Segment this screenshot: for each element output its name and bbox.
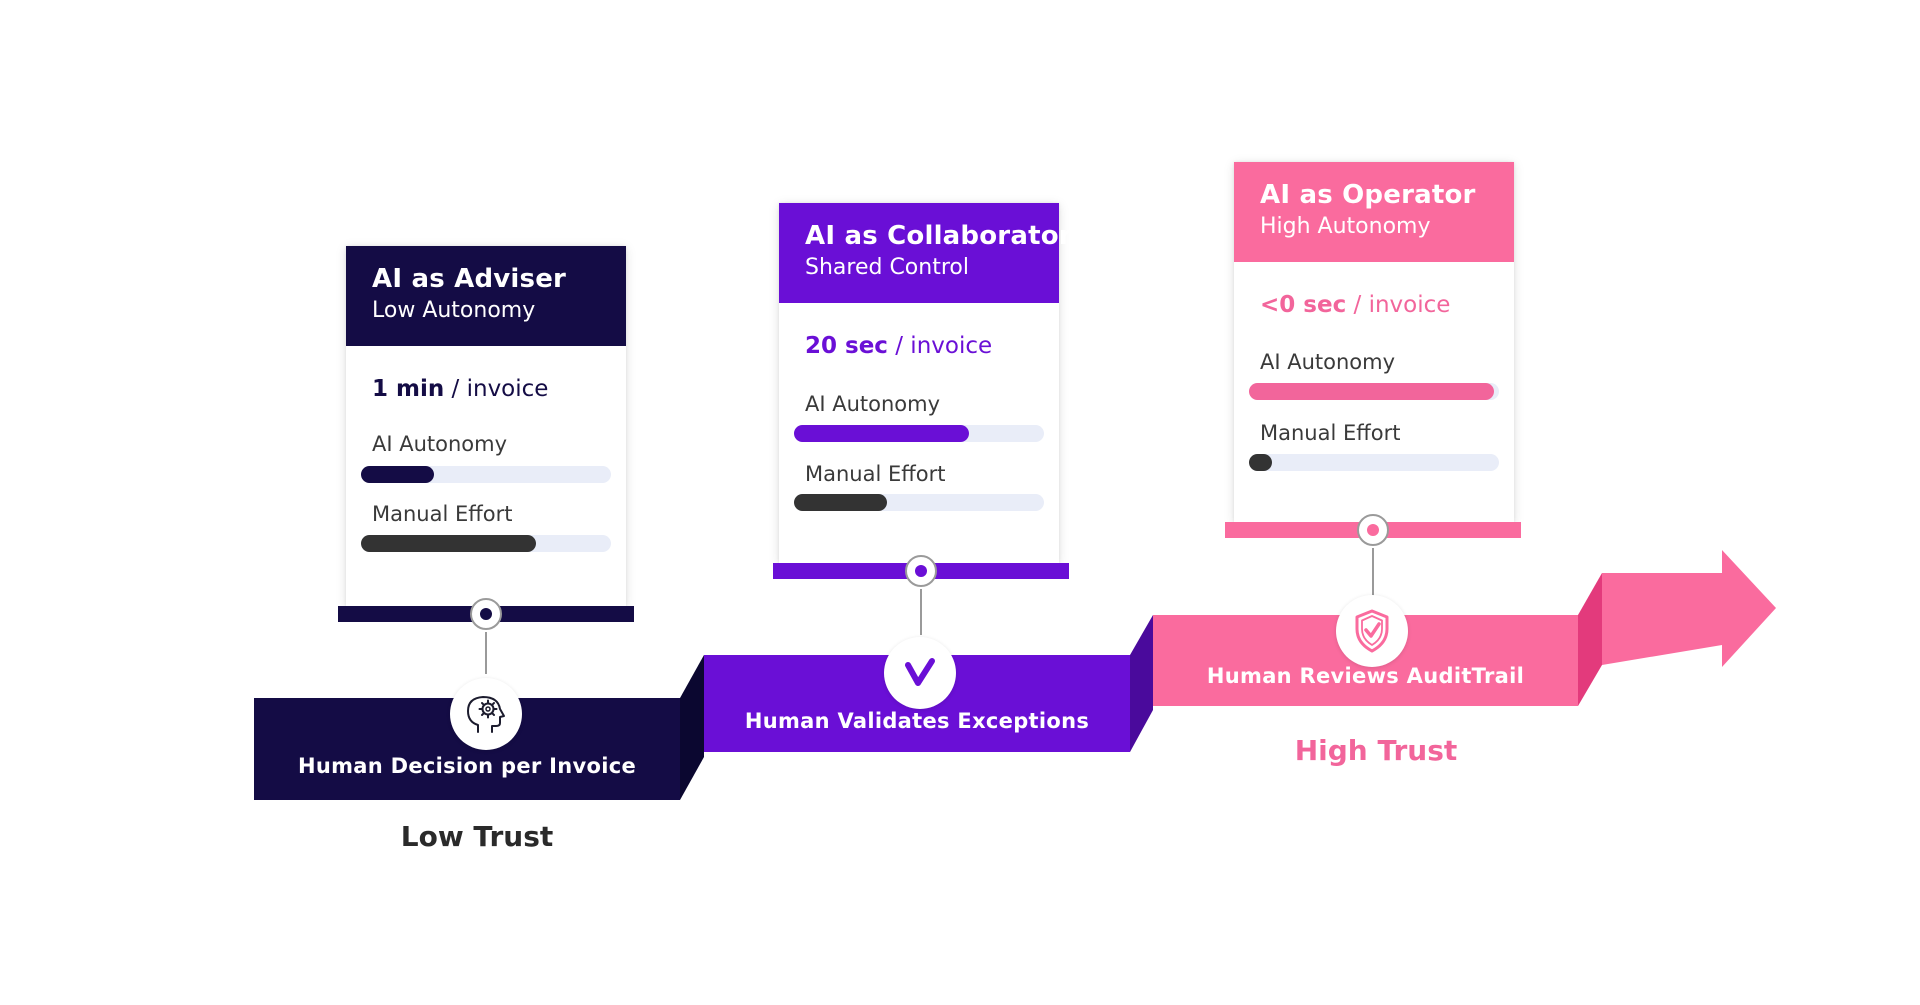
card-2-connector <box>920 589 922 635</box>
card-collaborator: AI as Collaborator Shared Control 20 sec… <box>779 203 1072 563</box>
rate-unit: / invoice <box>895 333 993 359</box>
card-header: AI as Adviser Low Autonomy <box>346 246 626 346</box>
autonomy-bar <box>1249 383 1499 400</box>
rate-unit: / invoice <box>451 376 549 402</box>
card-operator: AI as Operator High Autonomy <0 sec / in… <box>1234 162 1514 522</box>
step-2-icon-circle <box>884 637 956 709</box>
card-2-node <box>905 555 937 587</box>
card-subtitle: Low Autonomy <box>372 298 536 323</box>
effort-bar-fill <box>361 535 536 552</box>
autonomy-bar-fill <box>361 466 434 483</box>
node-center <box>915 565 927 577</box>
effort-bar <box>1249 454 1499 471</box>
step-1-block <box>254 698 680 800</box>
progress-arrow <box>1602 550 1776 667</box>
card-3-node <box>1357 514 1389 546</box>
effort-label: Manual Effort <box>805 462 946 486</box>
low-trust-label: Low Trust <box>400 820 554 853</box>
card-3-connector <box>1372 548 1374 600</box>
step-3-label: Human Reviews AuditTrail <box>1206 664 1525 688</box>
rate-value: <0 sec <box>1260 292 1347 318</box>
autonomy-bar <box>361 466 611 483</box>
card-1-node <box>470 598 502 630</box>
checkmark-icon <box>905 658 935 686</box>
high-trust-label: High Trust <box>1294 734 1458 767</box>
step-3-side <box>1578 573 1602 706</box>
card-subtitle: Shared Control <box>805 255 969 280</box>
card-adviser: AI as Adviser Low Autonomy 1 min / invoi… <box>346 246 626 606</box>
autonomy-label: AI Autonomy <box>372 432 508 456</box>
effort-bar-fill <box>794 494 887 511</box>
autonomy-bar-fill <box>794 425 969 442</box>
effort-label: Manual Effort <box>1260 421 1401 445</box>
card-subtitle: High Autonomy <box>1260 214 1431 239</box>
effort-bar-fill <box>1249 454 1272 471</box>
node-center <box>480 608 492 620</box>
rate-unit: / invoice <box>1353 292 1451 318</box>
head-gear-icon <box>467 696 505 733</box>
step-2-label: Human Validates Exceptions <box>744 709 1090 733</box>
step-1-side <box>680 655 704 800</box>
card-1-connector <box>485 632 487 674</box>
autonomy-bar <box>794 425 1044 442</box>
autonomy-label: AI Autonomy <box>805 392 941 416</box>
card-header: AI as Operator High Autonomy <box>1234 162 1514 262</box>
card-title: AI as Adviser <box>372 264 567 294</box>
shield-check-icon <box>1355 609 1389 653</box>
rate-value: 1 min <box>372 376 445 402</box>
rate-per-invoice: 20 sec / invoice <box>805 333 992 359</box>
effort-bar <box>361 535 611 552</box>
effort-bar <box>794 494 1044 511</box>
step-3-icon-circle <box>1336 595 1408 667</box>
rate-per-invoice: <0 sec / invoice <box>1260 292 1450 318</box>
rate-value: 20 sec <box>805 333 888 359</box>
autonomy-bar-fill <box>1249 383 1494 400</box>
step-2-side <box>1130 615 1153 752</box>
step-1-label: Human Decision per Invoice <box>297 754 637 778</box>
card-header: AI as Collaborator Shared Control <box>779 203 1072 303</box>
card-title: AI as Collaborator <box>805 221 1072 251</box>
node-center <box>1367 524 1379 536</box>
rate-per-invoice: 1 min / invoice <box>372 376 548 402</box>
autonomy-label: AI Autonomy <box>1260 350 1396 374</box>
step-1-icon-circle <box>450 678 522 750</box>
card-title: AI as Operator <box>1260 180 1476 210</box>
effort-label: Manual Effort <box>372 502 513 526</box>
